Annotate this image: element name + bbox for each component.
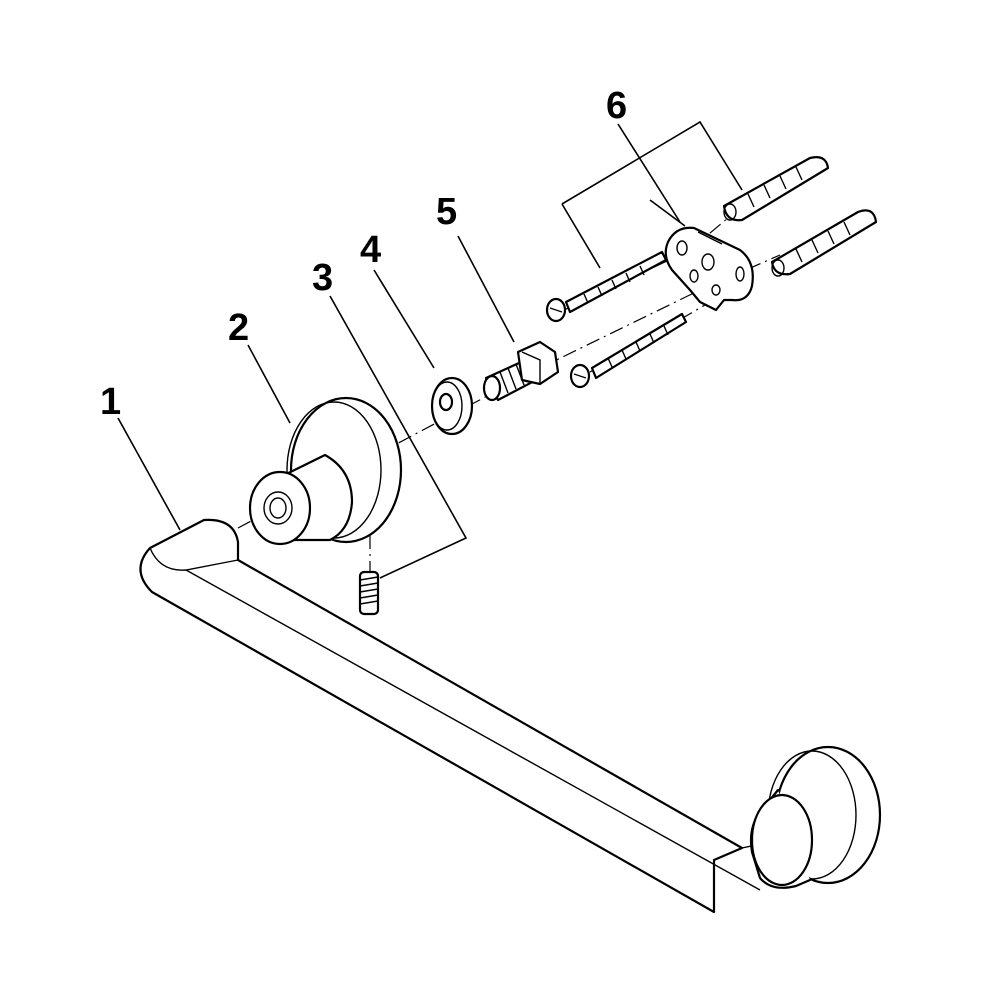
wall-plug-upper	[722, 156, 830, 222]
callout-4: 4	[360, 229, 381, 271]
threaded-bolt-part-5	[482, 340, 560, 402]
wood-screw-upper	[545, 250, 668, 323]
callout-3: 3	[312, 257, 333, 299]
leader-lines	[117, 120, 743, 579]
set-screw-part-3	[358, 570, 380, 616]
callout-1: 1	[100, 381, 121, 423]
mounting-plate-part-6	[664, 226, 754, 312]
callout-6: 6	[606, 85, 627, 127]
callout-labels: 1 2 3 4 5 6	[100, 85, 627, 423]
washer-part-4	[430, 376, 474, 436]
wood-screw-lower	[569, 312, 688, 389]
callout-2: 2	[228, 307, 249, 349]
wall-plug-lower	[770, 209, 878, 277]
callout-5: 5	[436, 191, 457, 233]
wall-mount-part-2	[248, 396, 403, 546]
towel-bar-part-1	[139, 518, 882, 914]
